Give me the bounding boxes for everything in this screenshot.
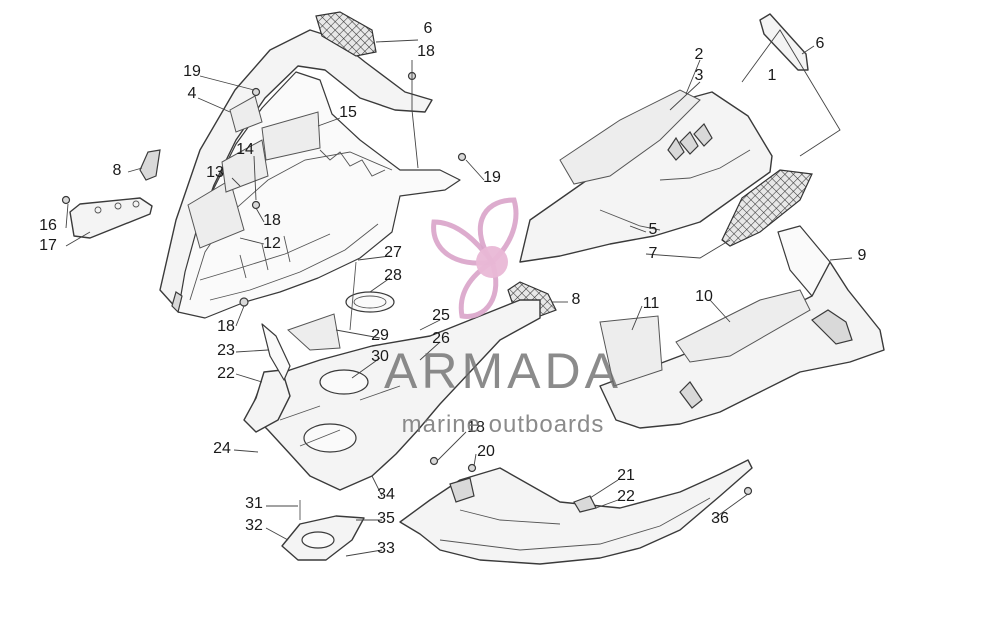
callout-l22b: 22	[617, 488, 635, 505]
cup-32	[281, 515, 365, 561]
callout-l20: 20	[477, 443, 495, 460]
belly-pan-assembly	[249, 299, 541, 491]
callout-l8b: 8	[572, 291, 581, 308]
bracket-23	[261, 323, 291, 381]
top-vent-mesh-6	[315, 11, 377, 57]
fasteners	[61, 71, 753, 496]
side-trim-17	[69, 197, 153, 239]
ring-28	[345, 291, 395, 313]
callout-l22a: 22	[217, 365, 235, 382]
small-mesh-vent-8	[507, 281, 557, 317]
propeller-logo-icon	[431, 197, 519, 319]
callout-l4: 4	[188, 85, 197, 102]
callout-l6b: 6	[816, 35, 825, 52]
callout-l29: 29	[371, 327, 389, 344]
top-vent-6	[759, 13, 809, 71]
lower-skid-plate	[399, 459, 753, 565]
callout-l34: 34	[377, 486, 395, 503]
lower-side-panel-9	[599, 225, 885, 429]
callout-l19b: 19	[483, 169, 501, 186]
callout-l24: 24	[213, 440, 231, 457]
callout-l21: 21	[617, 467, 635, 484]
callout-l6a: 6	[424, 20, 433, 37]
callout-l18c: 18	[217, 318, 235, 335]
callout-l8a: 8	[113, 162, 122, 179]
callout-l1: 1	[768, 67, 777, 84]
watermark-tagline: marine outboards	[402, 411, 605, 438]
plate-29	[287, 313, 341, 351]
watermark-brand: ARMADA	[384, 343, 622, 399]
callout-l28: 28	[384, 267, 402, 284]
leader-lines	[65, 39, 853, 557]
callout-l23: 23	[217, 342, 235, 359]
mesh-vent-7	[721, 169, 813, 247]
callout-l13: 13	[206, 164, 224, 181]
armada-watermark: ARMADA marine outboards	[384, 197, 622, 438]
callout-l14: 14	[236, 141, 254, 158]
callout-l27: 27	[384, 244, 402, 261]
callout-l32: 32	[245, 517, 263, 534]
callout-l33: 33	[377, 540, 395, 557]
callout-l3: 3	[695, 67, 704, 84]
decal-panel-11	[599, 315, 663, 387]
callout-l18b: 18	[263, 212, 281, 229]
side-panel-assembly	[519, 89, 773, 263]
callout-l17: 17	[39, 237, 57, 254]
callout-l5: 5	[649, 221, 658, 238]
callout-l7: 7	[649, 245, 658, 262]
callout-l18d: 18	[467, 419, 485, 436]
callout-l25: 25	[432, 307, 450, 324]
callout-l31: 31	[245, 495, 263, 512]
callout-l35: 35	[377, 510, 395, 527]
lower-fender-22	[243, 369, 291, 433]
callout-l12: 12	[263, 235, 281, 252]
callout-l16: 16	[39, 217, 57, 234]
callout-l36: 36	[711, 510, 729, 527]
left-vent-panel-8	[139, 149, 161, 181]
callout-l15: 15	[339, 104, 357, 121]
callout-l26: 26	[432, 330, 450, 347]
front-hood-assembly	[159, 29, 461, 319]
callout-l18a: 18	[417, 43, 435, 60]
rod-27	[349, 261, 357, 331]
callout-l11: 11	[643, 295, 660, 312]
callout-l30: 30	[371, 348, 389, 365]
callout-l9: 9	[858, 247, 867, 264]
callout-l19a: 19	[183, 63, 201, 80]
assembly-bracket-1	[741, 29, 841, 157]
callout-l2: 2	[695, 46, 704, 63]
callout-l10: 10	[695, 288, 713, 305]
